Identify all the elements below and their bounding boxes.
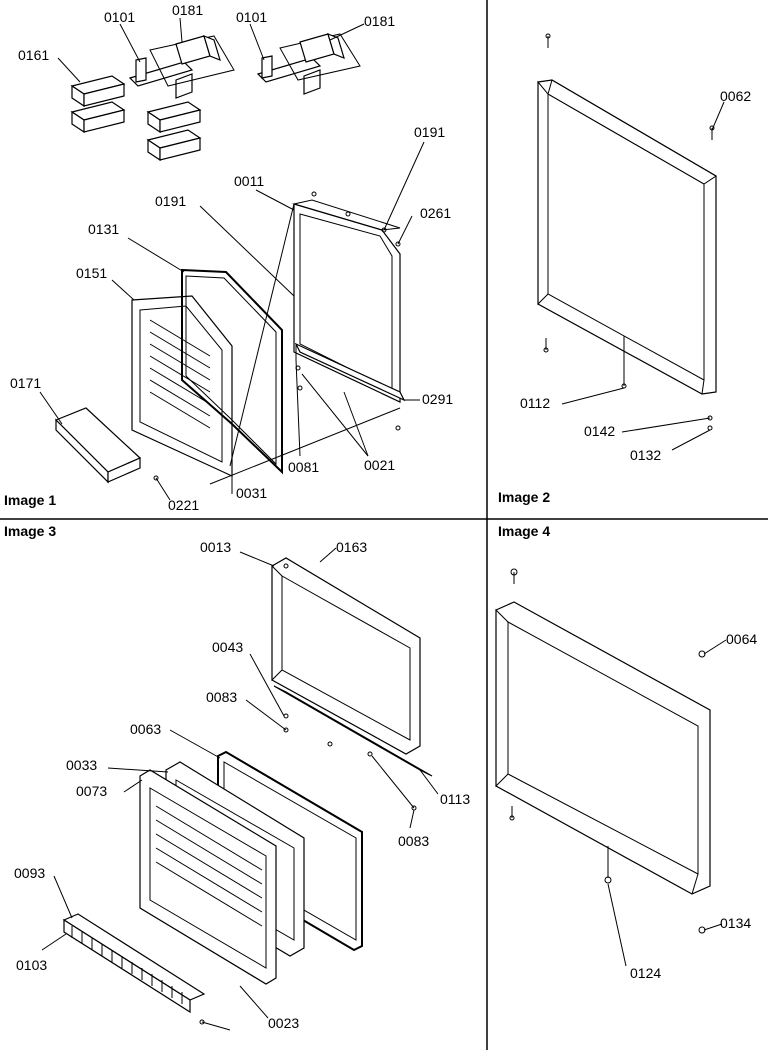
- part-label-0221: 0221: [168, 497, 199, 513]
- pane-label-image1: Image 1: [4, 492, 56, 508]
- part-label-0161: 0161: [18, 47, 49, 63]
- inner-liner-0151: [131, 295, 233, 477]
- trim-0113: [273, 685, 433, 777]
- part-label-0013: 0013: [200, 539, 231, 555]
- part-label-0021: 0021: [364, 457, 395, 473]
- part-label-0064: 0064: [726, 631, 757, 647]
- part-label-0063: 0063: [130, 721, 161, 737]
- gasket-0131: [181, 268, 283, 475]
- part-label-0124: 0124: [630, 965, 661, 981]
- part-label-0134: 0134: [720, 915, 751, 931]
- part-label-0181-a: 0181: [172, 2, 203, 18]
- part-label-0043: 0043: [212, 639, 243, 655]
- part-label-0083-b: 0083: [398, 833, 429, 849]
- bin-0161-a: [70, 75, 126, 108]
- image3-drawing: 0013 0163 0043 0083 0063 0033 0073 0113 …: [14, 539, 470, 1031]
- pane-label-image4: Image 4: [498, 523, 550, 539]
- part-label-0081: 0081: [288, 459, 319, 475]
- cover-0181-left: [175, 34, 221, 65]
- part-label-0261: 0261: [420, 205, 451, 221]
- shelf-0171: [54, 407, 142, 484]
- part-label-0132: 0132: [630, 447, 661, 463]
- bracket-0101-right: [256, 33, 361, 95]
- part-label-0033: 0033: [66, 757, 97, 773]
- part-label-0163: 0163: [336, 539, 367, 555]
- part-label-0291: 0291: [422, 391, 453, 407]
- part-label-0131: 0131: [88, 221, 119, 237]
- part-label-0093: 0093: [14, 865, 45, 881]
- cover-0181-right: [299, 32, 345, 63]
- image4-drawing: 0064 0134 0124: [495, 568, 757, 981]
- part-label-0112: 0112: [520, 395, 550, 411]
- outer-door-0013: [271, 557, 421, 755]
- bin-0161-d: [146, 129, 202, 162]
- part-label-0073: 0073: [76, 783, 107, 799]
- pane-label-image3: Image 3: [4, 523, 56, 539]
- part-label-0083-a: 0083: [206, 689, 237, 705]
- part-label-0113: 0113: [440, 791, 470, 807]
- part-label-0011: 0011: [234, 173, 264, 189]
- part-label-0181-b: 0181: [364, 13, 395, 29]
- part-label-0151: 0151: [76, 265, 107, 281]
- image1-drawing: 0101 0181 0101 0181 0161 0191 0011 0191 …: [10, 2, 453, 513]
- grille-0093: [62, 913, 206, 1014]
- outer-door-0011: [292, 199, 401, 403]
- part-label-0101-a: 0101: [104, 9, 135, 25]
- bin-0161-b: [70, 101, 126, 134]
- door-frame-image2: [537, 79, 717, 395]
- bin-0161-c: [146, 101, 202, 134]
- pane-label-image2: Image 2: [498, 489, 550, 505]
- part-label-0062: 0062: [720, 88, 751, 104]
- part-label-0023: 0023: [268, 1015, 299, 1031]
- part-label-0142: 0142: [584, 423, 615, 439]
- part-label-0191-b: 0191: [155, 193, 186, 209]
- part-label-0031: 0031: [236, 485, 267, 501]
- part-label-0171: 0171: [10, 375, 41, 391]
- part-label-0191-a: 0191: [414, 124, 445, 140]
- part-label-0101-b: 0101: [236, 9, 267, 25]
- image2-drawing: 0062 0112 0142 0132: [520, 33, 751, 463]
- door-frame-image4: [495, 601, 711, 895]
- part-label-0103: 0103: [16, 957, 47, 973]
- inner-door-0073: [139, 769, 277, 985]
